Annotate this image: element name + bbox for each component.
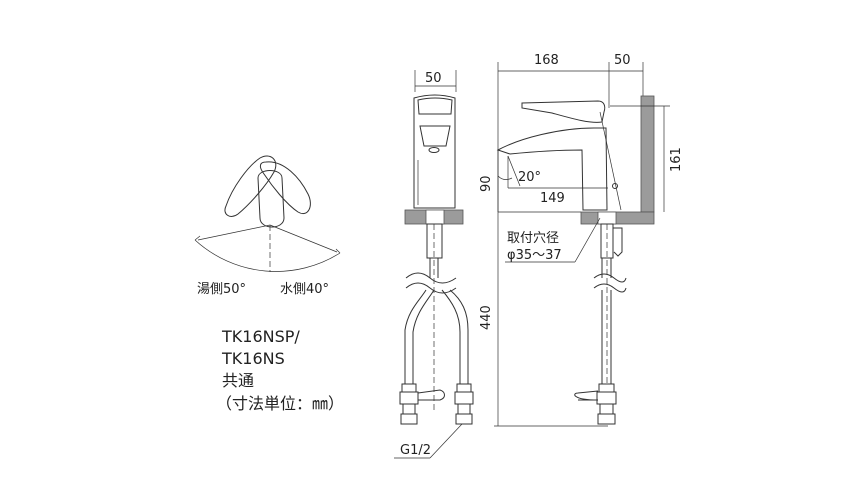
fitting-left-body: [399, 391, 419, 405]
hose-right-inner: [441, 289, 461, 384]
rotation-arc: [194, 239, 341, 272]
hole-leader: [574, 217, 601, 263]
fitting-right-end: [455, 413, 473, 425]
top-view: 湯側50° 水側40°: [194, 155, 341, 297]
model-line-2: TK16NS: [221, 349, 285, 368]
side-fitting-thread: [599, 403, 614, 415]
pipe-leader: [429, 423, 463, 459]
side-fitting-nut: [598, 383, 615, 393]
spout-angle-label: 20°: [518, 170, 541, 185]
lever-side: [521, 100, 606, 123]
wall: [640, 95, 655, 213]
hot-angle-label: 湯側50°: [197, 282, 246, 297]
lever-cold-position: [259, 161, 311, 214]
unit-label: （寸法単位：㎜）: [216, 394, 344, 413]
spout-angle-line: [507, 155, 521, 187]
side-view: 168 50 161 20° 149 90: [479, 53, 684, 427]
break-line-bottom: [405, 282, 457, 294]
arc-tick-left: [194, 235, 201, 241]
fitting-right-nut: [456, 383, 472, 393]
lever-hot-position: [224, 155, 277, 217]
pull-rod-clip: [417, 389, 445, 401]
counter-side: [580, 211, 655, 225]
side-pull-rod-clip: [574, 390, 599, 401]
common-label: 共通: [222, 371, 254, 390]
side-break-top: [593, 273, 627, 283]
model-line-1: TK16NSP/: [221, 327, 300, 346]
hose-left-inner: [412, 258, 439, 384]
fitting-left-nut: [401, 383, 417, 393]
front-width-label: 50: [425, 71, 442, 86]
body-side: [496, 127, 608, 211]
hose-right-outer: [449, 289, 469, 384]
side-break-bottom: [593, 283, 627, 293]
faucet-body: [413, 94, 456, 209]
fitting-left-thread: [402, 403, 416, 415]
hot-angle-line: [197, 224, 271, 241]
lever-top: [417, 97, 453, 115]
total-height-label: 161: [669, 147, 684, 172]
body-slant-line: [599, 111, 622, 211]
break-line-top: [405, 272, 457, 284]
fitting-right-body: [454, 391, 474, 405]
side-fitting-end: [597, 413, 616, 425]
hose-length-label: 440: [479, 305, 494, 330]
handle-pivot: [612, 183, 618, 189]
mounting-shank: [426, 223, 443, 259]
aerator: [428, 147, 440, 153]
cold-angle-label: 水側40°: [280, 282, 329, 297]
hole-range-label: φ35～37: [507, 248, 562, 263]
fitting-left-end: [400, 413, 418, 425]
lever-center-position: [257, 170, 285, 228]
spout-angle-arc: [497, 175, 513, 180]
spout-reach-label: 149: [540, 191, 565, 206]
model-notes: TK16NSP/ TK16NS 共通 （寸法単位：㎜）: [216, 327, 344, 413]
cold-angle-line: [269, 224, 338, 253]
mounting-hole: [425, 209, 445, 225]
side-fitting-body: [596, 391, 617, 405]
mounting-hole-side: [597, 211, 617, 225]
spout-height-label: 90: [479, 175, 494, 192]
spout-front: [419, 125, 451, 147]
hole-title-label: 取付穴径: [507, 231, 559, 246]
fitting-right-thread: [457, 403, 471, 415]
front-view: 50 G1/2: [394, 70, 474, 459]
top-width-label: 50: [614, 53, 631, 68]
pull-rod-head: [613, 227, 623, 257]
hose-left-outer: [404, 258, 431, 384]
reach-label: 168: [534, 53, 559, 68]
pipe-thread-label: G1/2: [400, 443, 431, 458]
arc-tick-right: [335, 248, 341, 254]
